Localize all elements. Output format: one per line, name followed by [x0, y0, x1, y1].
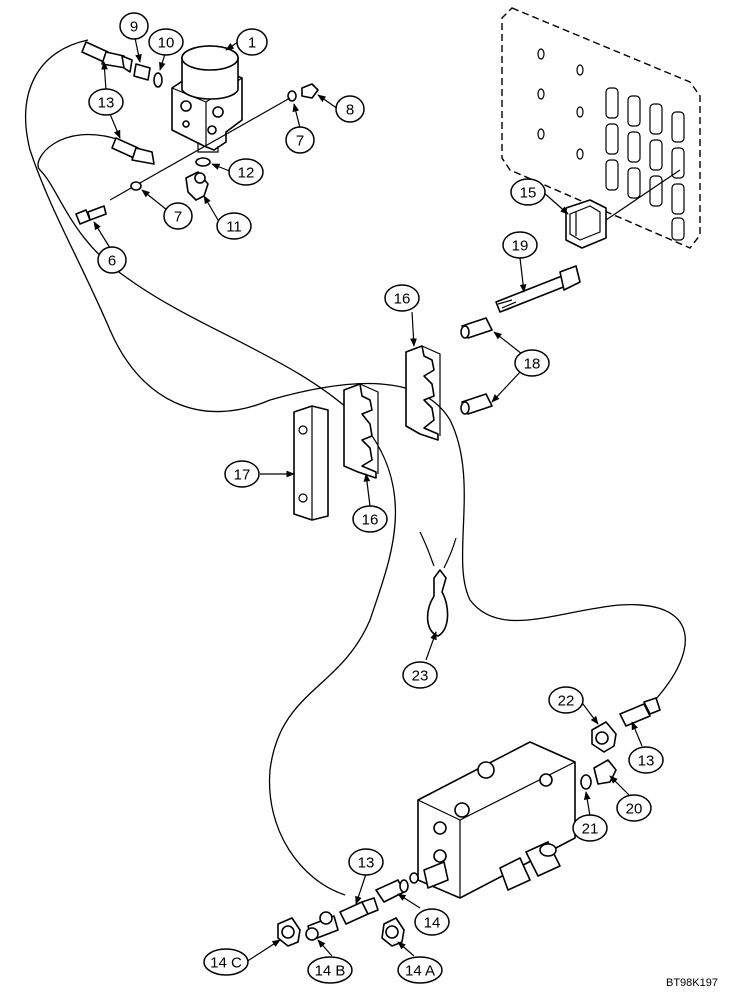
- leader-lines: [93, 37, 643, 963]
- callout-11: 11: [216, 212, 252, 240]
- svg-text:15: 15: [520, 185, 537, 202]
- callout-10: 10: [148, 28, 184, 56]
- callout-14a: 14 A: [397, 956, 443, 984]
- svg-text:14 B: 14 B: [315, 963, 346, 980]
- elbow-20: [593, 759, 617, 785]
- callout-18: 18: [514, 349, 550, 377]
- callout-8: 8: [335, 95, 365, 123]
- svg-text:20: 20: [626, 801, 643, 818]
- callout-12: 12: [228, 158, 264, 186]
- callout-7-lower: 7: [163, 202, 193, 230]
- svg-text:7: 7: [296, 133, 304, 150]
- bolt-6: [75, 205, 107, 225]
- callout-14b: 14 B: [307, 956, 353, 984]
- svg-text:14 A: 14 A: [405, 963, 435, 980]
- fitting-14: [375, 872, 419, 903]
- svg-text:12: 12: [238, 165, 255, 182]
- svg-text:6: 6: [108, 253, 116, 270]
- fitting-22: [591, 721, 617, 753]
- adapter-9: [133, 63, 151, 81]
- o-ring-12: [195, 157, 211, 167]
- callout-13-top: 13: [88, 88, 124, 116]
- svg-text:16: 16: [394, 291, 411, 308]
- svg-text:13: 13: [638, 753, 655, 770]
- clamp-block-16-upper: [405, 345, 441, 441]
- callout-22: 22: [548, 686, 584, 714]
- clamp-block-16-lower: [343, 383, 379, 479]
- o-ring-10: [153, 72, 163, 88]
- elbow-fitting-11: [185, 171, 209, 201]
- svg-text:18: 18: [524, 356, 541, 373]
- bolt-19: [495, 265, 581, 313]
- callout-13-right: 13: [628, 746, 664, 774]
- fitting-14b: [305, 911, 339, 941]
- o-ring-21: [580, 774, 592, 790]
- reference-code: BT98K197: [666, 977, 718, 989]
- callout-20: 20: [616, 794, 652, 822]
- hose-fitting-middle: [111, 137, 155, 165]
- callout-16-upper: 16: [384, 284, 420, 312]
- fitting-14c: [277, 917, 301, 947]
- solenoid-valve: [171, 45, 243, 153]
- svg-text:21: 21: [582, 821, 599, 838]
- switch-panel: [501, 7, 701, 249]
- callout-6: 6: [97, 246, 127, 274]
- callout-1: 1: [236, 28, 268, 56]
- svg-text:14: 14: [424, 915, 441, 932]
- callout-19: 19: [502, 231, 538, 259]
- callout-23: 23: [402, 661, 438, 689]
- svg-text:11: 11: [226, 219, 242, 236]
- plate-17: [293, 405, 329, 521]
- callout-21: 21: [572, 814, 608, 842]
- svg-text:14 C: 14 C: [210, 955, 242, 972]
- svg-text:10: 10: [158, 35, 175, 52]
- callout-16-lower: 16: [352, 505, 388, 533]
- svg-text:17: 17: [234, 467, 251, 484]
- callout-17: 17: [224, 460, 260, 488]
- svg-text:7: 7: [174, 209, 182, 226]
- svg-text:8: 8: [346, 102, 354, 119]
- washer-7-lower: [130, 181, 142, 191]
- svg-text:16: 16: [362, 512, 379, 529]
- hose-fitting-top: [81, 41, 133, 73]
- svg-text:9: 9: [130, 19, 138, 36]
- callout-7-top: 7: [285, 126, 315, 154]
- switch-leader: [605, 169, 681, 221]
- svg-text:1: 1: [248, 35, 256, 52]
- svg-text:22: 22: [558, 693, 575, 710]
- callout-13-lower: 13: [348, 848, 384, 876]
- callout-14: 14: [414, 908, 450, 936]
- fitting-14a: [381, 917, 405, 947]
- callout-9: 9: [119, 12, 149, 40]
- rocker-switch-15: [565, 199, 607, 249]
- callout-14c: 14 C: [203, 948, 249, 976]
- svg-text:13: 13: [98, 95, 115, 112]
- spacer-18-lower: [460, 393, 493, 415]
- svg-text:23: 23: [412, 668, 429, 685]
- callout-15: 15: [510, 178, 546, 206]
- svg-text:19: 19: [512, 238, 529, 255]
- nut-8: [301, 83, 319, 99]
- hose-end-13-lower: [339, 897, 379, 925]
- spacer-18-upper: [460, 317, 493, 339]
- svg-text:13: 13: [358, 855, 375, 872]
- cable-tie-23: [419, 531, 457, 637]
- control-valve-block: [417, 741, 576, 899]
- hose-end-13-right: [619, 697, 661, 727]
